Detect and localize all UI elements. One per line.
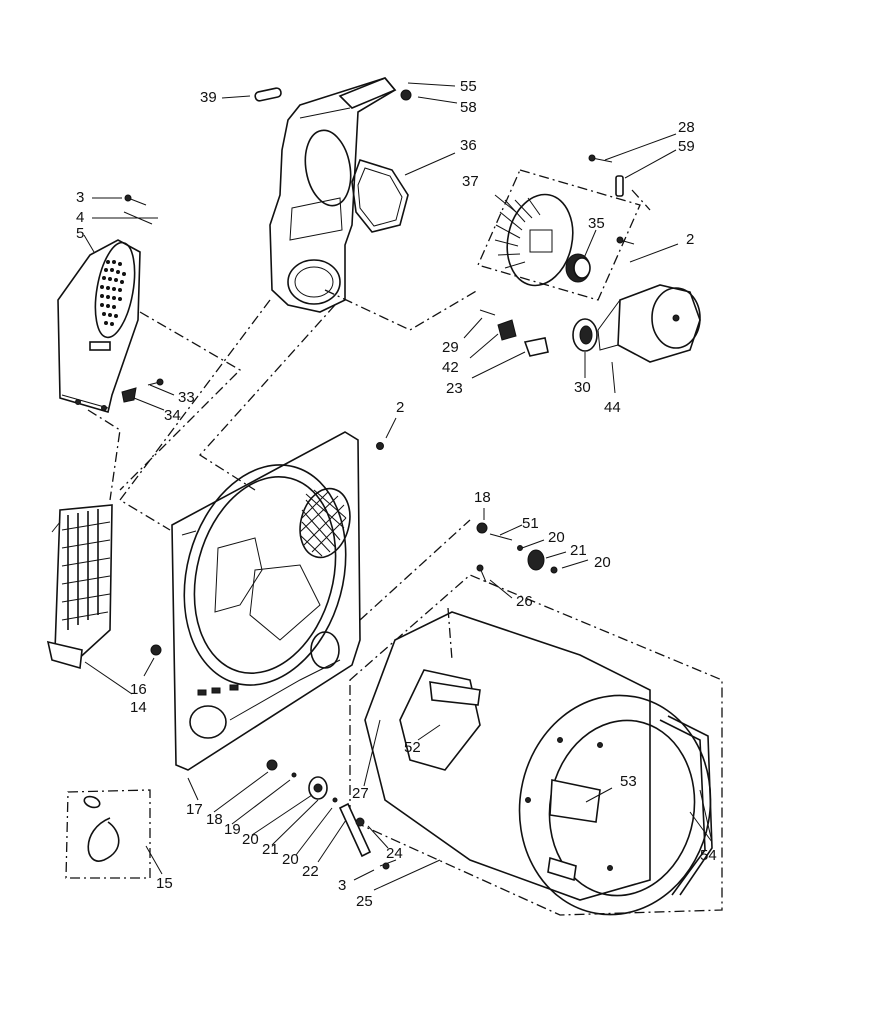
callout-20-front-a: 20 [242,831,259,848]
callout-leaders [83,82,713,891]
callout-22: 22 [302,863,319,880]
callout-26: 26 [516,593,533,610]
callout-20-rear-a: 20 [548,529,565,546]
lint-filter-housing [57,239,141,414]
callout-51: 51 [522,515,539,532]
heater-element [46,504,113,670]
gasket-part [351,159,409,233]
callout-20-rear-b: 20 [594,554,611,571]
exhaust-duct-part [269,77,397,313]
callout-15: 15 [156,875,173,892]
nut-part [400,89,412,101]
callout-2-panel: 2 [396,399,405,416]
callout-20-front-b: 20 [282,851,299,868]
callout-21-front: 21 [262,841,279,858]
callout-52: 52 [404,739,421,756]
callout-3-top: 3 [76,189,85,206]
callout-28: 28 [678,119,695,136]
callout-58: 58 [460,99,477,116]
callout-5: 5 [76,225,85,242]
callout-35: 35 [588,215,605,232]
drum-part [349,574,723,916]
callout-29: 29 [442,339,459,356]
tube-part [254,87,282,102]
callout-39: 39 [200,89,217,106]
callout-17: 17 [186,801,203,818]
callout-21-rear: 21 [570,542,587,559]
callout-27: 27 [352,785,369,802]
callout-36: 36 [460,137,477,154]
callout-44: 44 [604,399,621,416]
callout-59: 59 [678,138,695,155]
callout-3-front: 3 [338,877,347,894]
callout-55: 55 [460,78,477,95]
callout-2-blower: 2 [686,231,695,248]
callout-42: 42 [442,359,459,376]
callout-54: 54 [700,847,717,864]
callout-37: 37 [462,173,479,190]
callout-4: 4 [76,209,85,226]
blower-assembly [477,169,701,363]
callout-53: 53 [620,773,637,790]
callout-30: 30 [574,379,591,396]
bulkhead-panel [171,431,361,771]
callout-23: 23 [446,380,463,397]
callout-33: 33 [178,389,195,406]
callout-18-rear: 18 [474,489,491,506]
callout-24: 24 [386,845,403,862]
callout-19: 19 [224,821,241,838]
callout-25: 25 [356,893,373,910]
callout-16: 16 [130,681,147,698]
callout-34: 34 [164,407,181,424]
connection-lines [87,189,651,661]
callout-18-front: 18 [206,811,223,828]
harness-box [65,789,151,879]
callout-14: 14 [130,699,147,716]
